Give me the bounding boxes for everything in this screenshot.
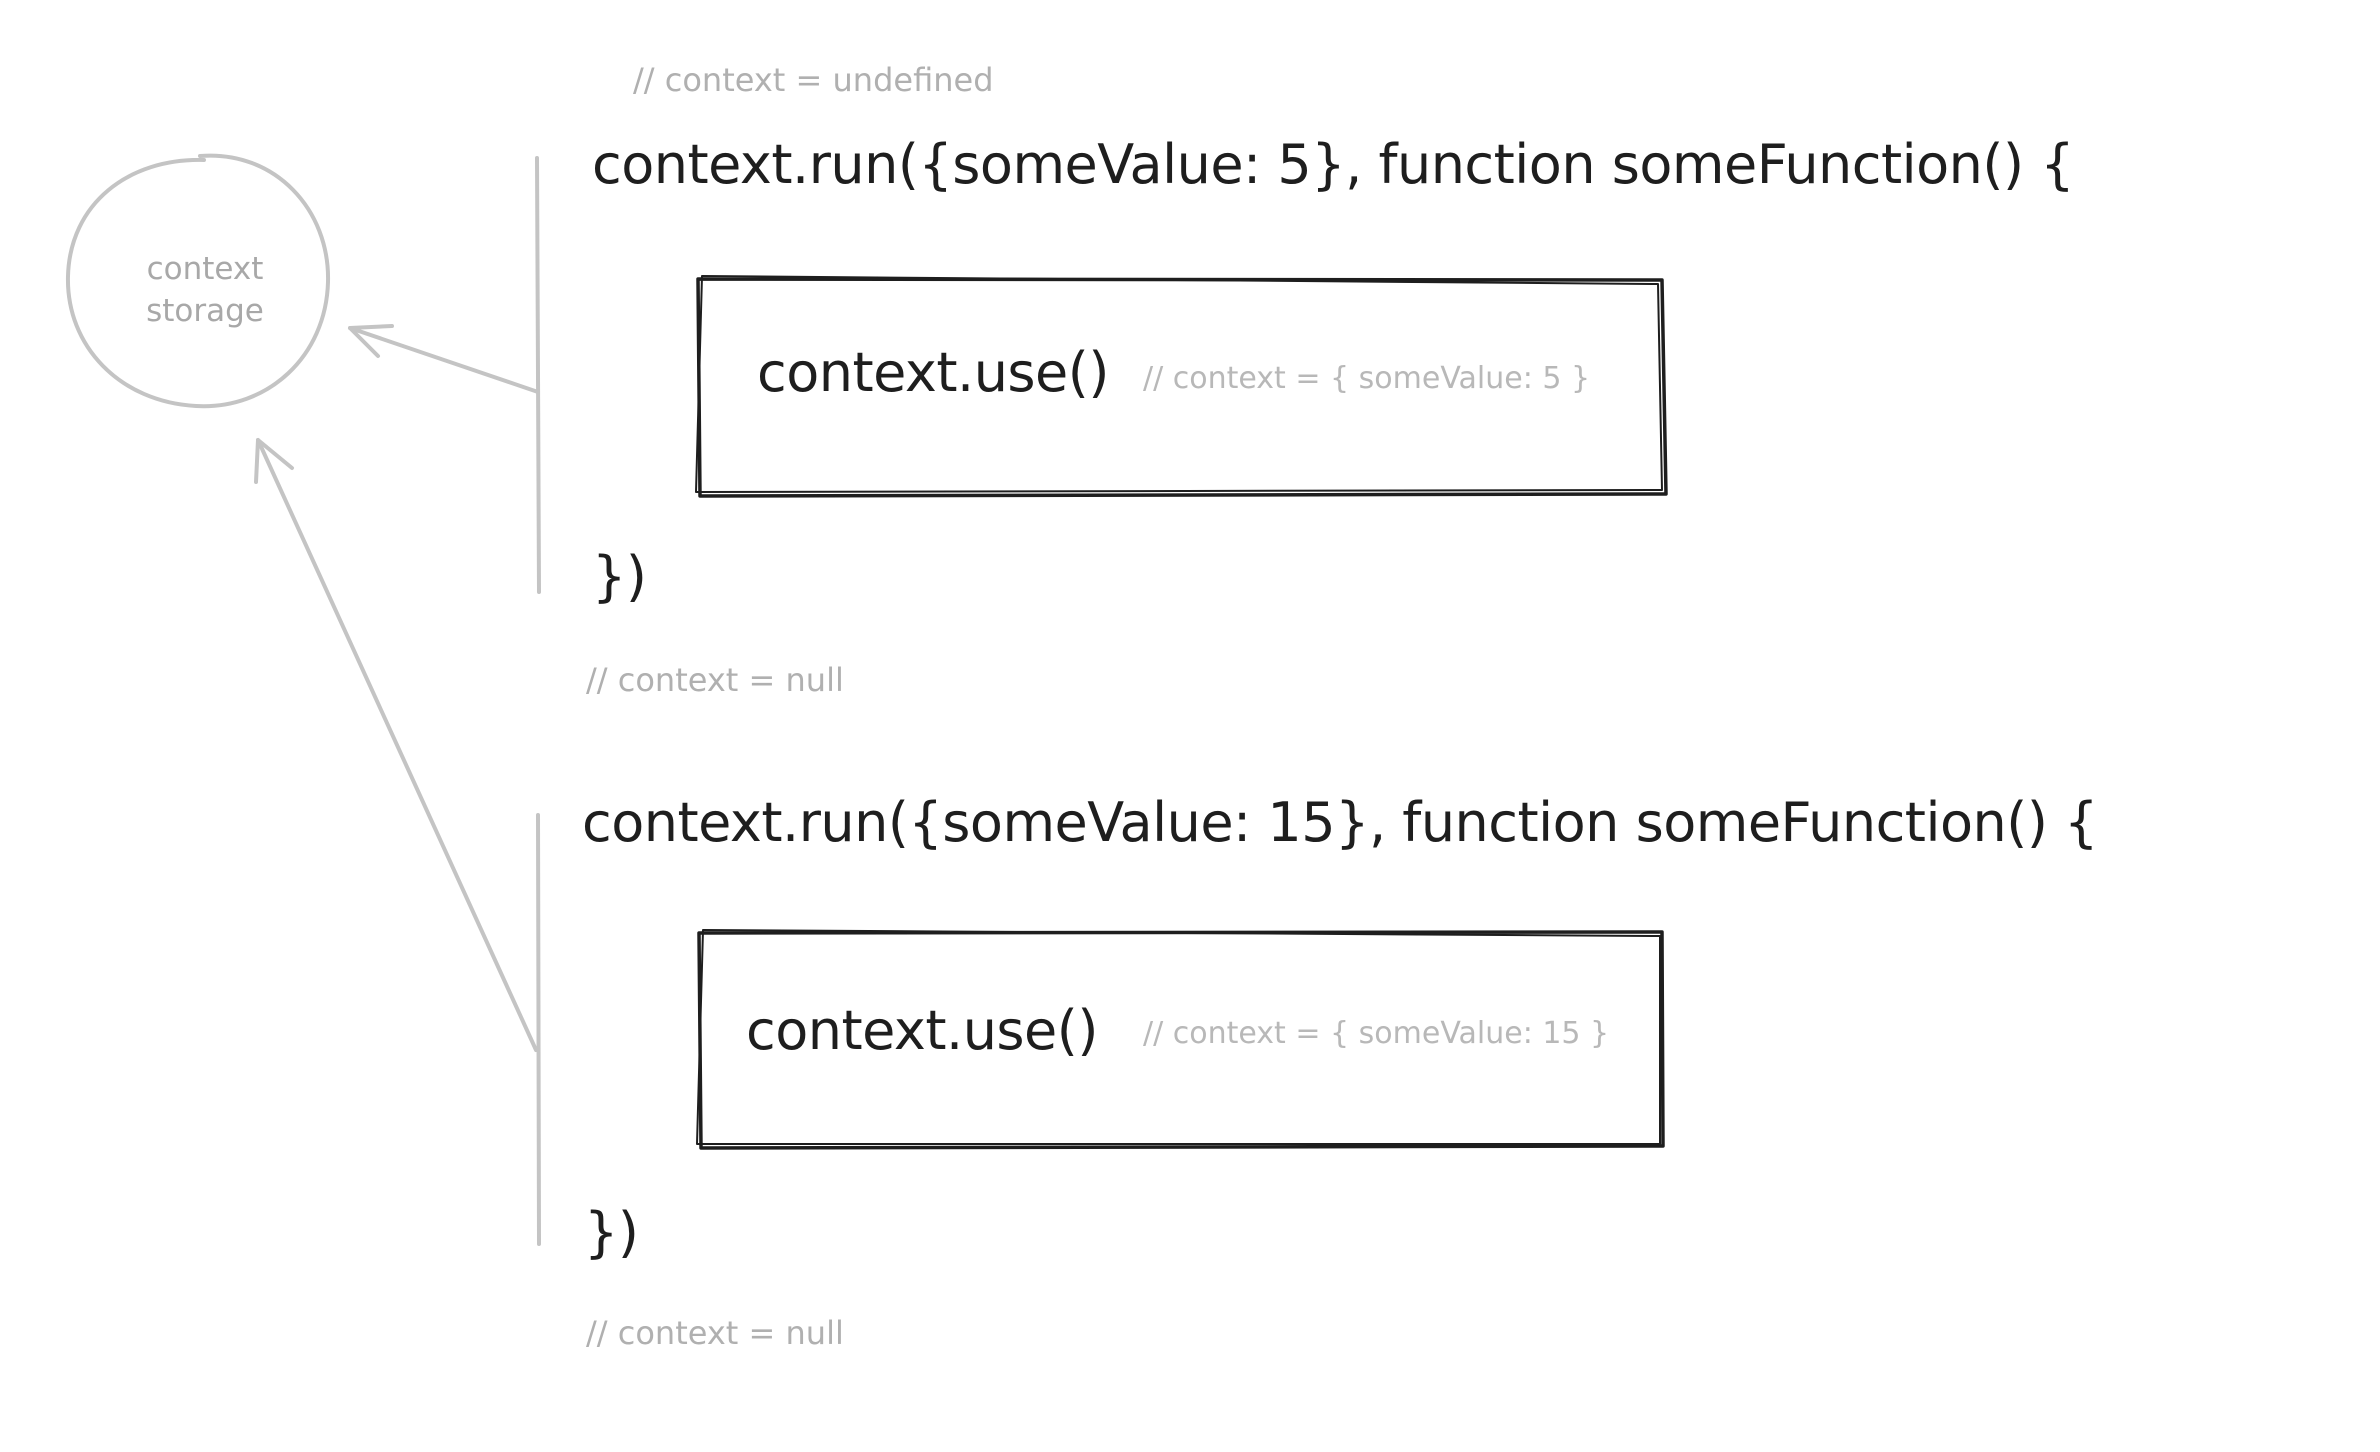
block2-use-comment: // context = { someValue: 15 } <box>1143 1016 1610 1051</box>
block1-use-call: context.use() <box>757 341 1109 404</box>
block1-use-comment: // context = { someValue: 5 } <box>1143 361 1591 396</box>
storage-label-line2: storage <box>146 293 264 329</box>
block1-after-comment: // context = null <box>586 661 844 699</box>
block1-bracket <box>535 156 541 594</box>
block2-run-line: context.run({someValue: 15}, function so… <box>582 791 2098 854</box>
block2-use-box <box>696 929 1665 1150</box>
block1-before-comment: // context = undefined <box>633 61 994 99</box>
block1-close: }) <box>592 545 647 608</box>
arrow-block2-to-storage <box>254 438 538 1052</box>
arrow-block1-to-storage <box>348 324 540 394</box>
block2-bracket <box>536 813 541 1246</box>
context-storage-circle <box>65 153 331 409</box>
block2-after-comment: // context = null <box>586 1314 844 1352</box>
block2-close: }) <box>584 1201 639 1264</box>
context-storage-label: context storage <box>80 248 330 332</box>
block2-use-call: context.use() <box>746 999 1098 1062</box>
block1-use-box <box>695 275 1668 498</box>
block1-run-line: context.run({someValue: 5}, function som… <box>592 133 2075 196</box>
storage-label-line1: context <box>146 251 264 287</box>
